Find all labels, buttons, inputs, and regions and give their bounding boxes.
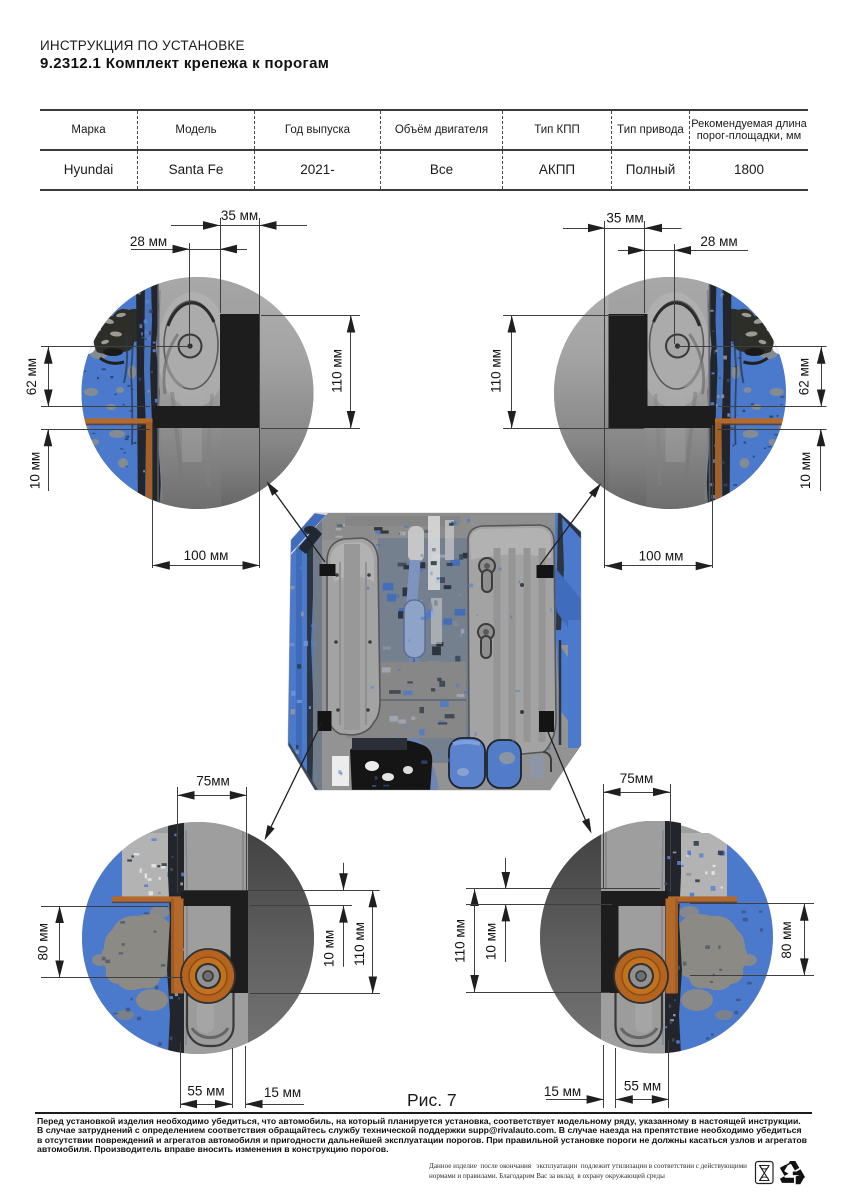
svg-text:100 мм: 100 мм bbox=[184, 548, 229, 563]
svg-text:35 мм: 35 мм bbox=[606, 211, 643, 226]
svg-text:15 мм: 15 мм bbox=[264, 1085, 301, 1100]
svg-text:80 мм: 80 мм bbox=[779, 921, 794, 958]
svg-text:10 мм: 10 мм bbox=[322, 930, 337, 967]
svg-text:110 мм: 110 мм bbox=[330, 349, 345, 393]
svg-text:62 мм: 62 мм bbox=[24, 358, 39, 395]
svg-text:62 мм: 62 мм bbox=[797, 358, 812, 395]
svg-text:75мм: 75мм bbox=[620, 771, 654, 786]
svg-text:75мм: 75мм bbox=[196, 774, 230, 789]
svg-text:10 мм: 10 мм bbox=[484, 923, 499, 960]
svg-text:55 мм: 55 мм bbox=[624, 1079, 661, 1094]
svg-text:110 мм: 110 мм bbox=[489, 349, 504, 393]
svg-text:15 мм: 15 мм bbox=[544, 1084, 581, 1099]
svg-text:110 мм: 110 мм bbox=[453, 919, 468, 963]
svg-text:55 мм: 55 мм bbox=[187, 1084, 224, 1099]
svg-text:10 мм: 10 мм bbox=[798, 452, 813, 489]
svg-text:28 мм: 28 мм bbox=[130, 234, 167, 249]
svg-text:28 мм: 28 мм bbox=[700, 234, 737, 249]
svg-text:80 мм: 80 мм bbox=[35, 923, 50, 960]
svg-text:10 мм: 10 мм bbox=[28, 452, 43, 489]
svg-text:110 мм: 110 мм bbox=[352, 922, 367, 966]
svg-text:35 мм: 35 мм bbox=[221, 208, 258, 223]
svg-text:100 мм: 100 мм bbox=[639, 549, 684, 564]
